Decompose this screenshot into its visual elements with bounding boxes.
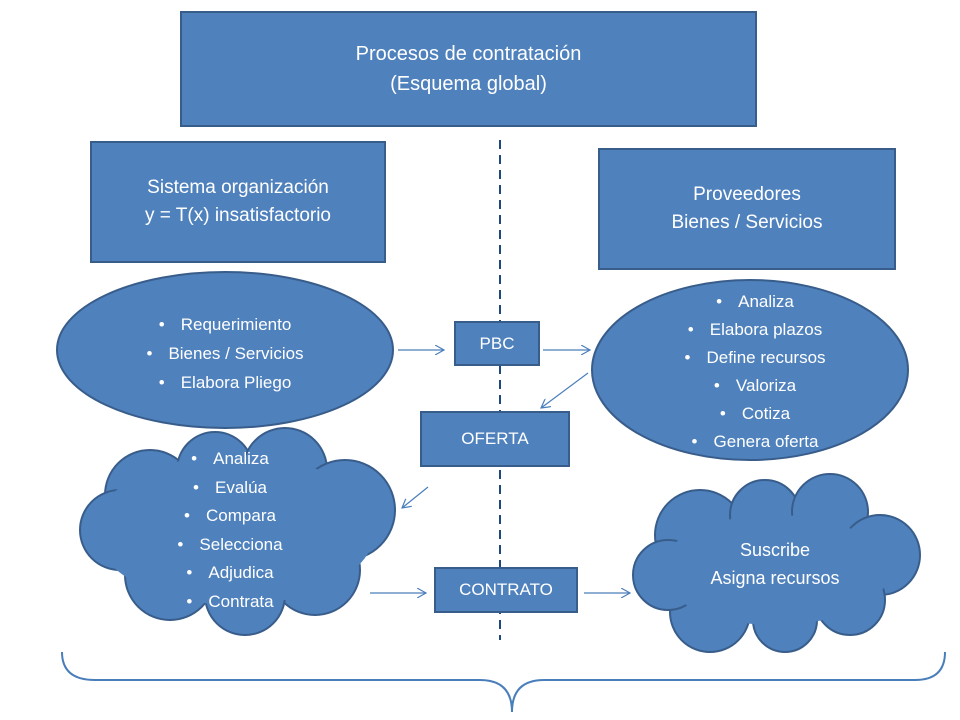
offer-label: OFERTA (461, 429, 529, 448)
organization-system-box: Sistema organización y = T(x) insatisfac… (90, 141, 386, 263)
pbc-label: PBC (479, 333, 515, 353)
list-item: Contrata (140, 588, 320, 617)
list-item: Adjudica (140, 559, 320, 588)
list-item: Elabora plazos (650, 316, 860, 344)
provider-process-list: Analiza Elabora plazos Define recursos V… (650, 288, 860, 456)
list-item: Evalúa (140, 474, 320, 503)
offer-box: OFERTA (420, 411, 570, 467)
list-item: Define recursos (650, 344, 860, 372)
title-box: Procesos de contratación (Esquema global… (180, 11, 757, 127)
list-item: Selecciona (140, 531, 320, 560)
pbc-box: PBC (454, 321, 540, 366)
list-item: Analiza (140, 445, 320, 474)
providers-line-1: Proveedores (693, 184, 801, 205)
list-item: Cotiza (650, 400, 860, 428)
subscription-line-2: Asigna recursos (710, 568, 840, 588)
contract-box: CONTRATO (434, 567, 578, 613)
bottom-brace (61, 651, 946, 713)
providers-line-2: Bienes / Servicios (671, 212, 823, 233)
organization-line-1: Sistema organización (147, 177, 329, 198)
list-item: Genera oferta (650, 428, 860, 456)
organization-line-2: y = T(x) insatisfactorio (144, 205, 331, 226)
list-item: Analiza (650, 288, 860, 316)
list-item: Bienes / Servicios (110, 339, 340, 368)
list-item: Valoriza (650, 372, 860, 400)
list-item: Requerimiento (110, 310, 340, 339)
list-item: Elabora Pliego (110, 368, 340, 397)
evaluation-list: Analiza Evalúa Compara Selecciona Adjudi… (140, 445, 320, 616)
title-line-2: (Esquema global) (390, 73, 547, 95)
subscription-text: Suscribe Asigna recursos (680, 536, 870, 592)
subscription-line-1: Suscribe (739, 540, 811, 560)
title-line-1: Procesos de contratación (355, 43, 582, 65)
requirement-list: Requerimiento Bienes / Servicios Elabora… (110, 310, 340, 397)
list-item: Compara (140, 502, 320, 531)
arrow-proveedor-to-oferta (541, 372, 589, 408)
providers-box: Proveedores Bienes / Servicios (598, 148, 896, 270)
contract-label: CONTRATO (459, 580, 553, 599)
arrow-oferta-to-evaluacion (402, 486, 429, 508)
